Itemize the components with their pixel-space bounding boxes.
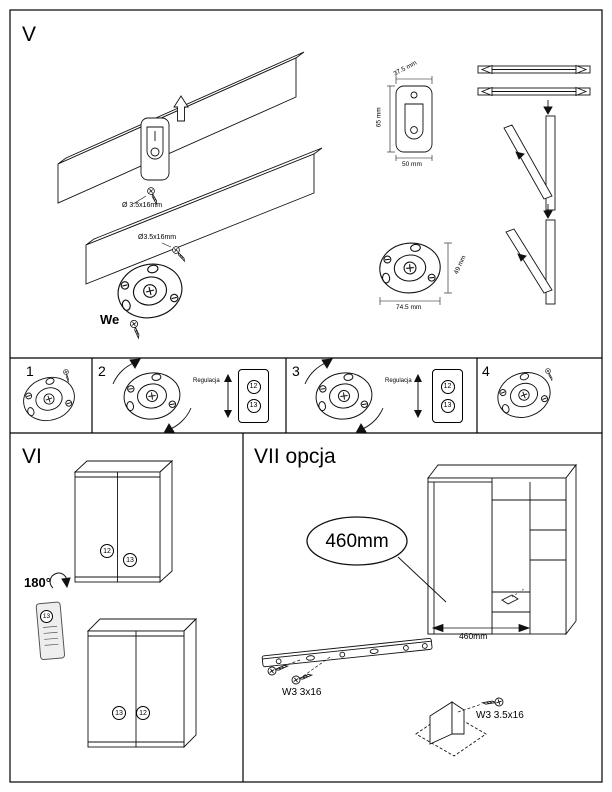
rotation-label: 180° xyxy=(24,575,51,590)
step-3-number: 3 xyxy=(292,363,300,379)
corner-bracket-figure xyxy=(415,691,506,757)
dimension-lines xyxy=(379,242,452,305)
interior-bracket-drawing xyxy=(501,594,519,605)
step-4-figure xyxy=(491,364,557,426)
card-number-12: 12 xyxy=(440,379,455,394)
cam-detail-figure xyxy=(376,239,452,305)
card-number-13: 13 xyxy=(246,398,261,413)
rail-screw-label: W3 3x16 xyxy=(282,687,322,698)
cabinet-bottom-figure xyxy=(86,617,198,749)
section-vii-label: VII opcja xyxy=(254,445,336,468)
section-vi-label: VI xyxy=(22,445,42,468)
screw-size-label-cam: Ø3.5x16mm xyxy=(138,234,177,241)
dimension-lines xyxy=(387,76,433,161)
cam-fitting-drawing xyxy=(17,370,81,428)
rail-figure xyxy=(261,637,433,668)
dim-460-figure xyxy=(431,623,531,633)
up-arrow-icon xyxy=(173,95,189,122)
adjustment-arrow-icon xyxy=(224,374,232,418)
section-v-label: V xyxy=(22,23,37,46)
step-3-figure xyxy=(304,358,422,434)
cam-fitting-drawing xyxy=(491,364,557,426)
card-number-12: 12 xyxy=(246,379,261,394)
step-2-number: 2 xyxy=(98,363,106,379)
wardrobe-figure xyxy=(427,463,577,636)
screw-drawing xyxy=(289,666,313,690)
rail-screws-figure xyxy=(265,656,331,690)
bracket-screw-label: W3 3.5x16 xyxy=(476,710,524,721)
adjustment-arrow-icon xyxy=(414,374,422,418)
bottom-cabinet-right-door-number: 12 xyxy=(136,706,150,720)
card-number-13: 13 xyxy=(440,398,455,413)
cam-fitting-drawing xyxy=(376,239,444,297)
step-2-figure xyxy=(112,358,232,434)
bracket-dim-left-label: 65 mm xyxy=(375,107,383,128)
dim-460mm-label: 460mm xyxy=(459,631,488,641)
callout-460mm-label: 460mm xyxy=(325,531,389,552)
screw-size-label-top: Ø 3.5x16mm xyxy=(122,202,163,209)
page-frame xyxy=(9,9,603,783)
top-cabinet-right-door-number: 13 xyxy=(123,553,137,567)
screw-drawing xyxy=(170,245,188,262)
hanger-detail-figure xyxy=(387,76,433,161)
step-3-card: 12 13 xyxy=(432,369,463,423)
we-label: We xyxy=(100,312,120,327)
cam-fitting-drawing xyxy=(312,368,376,424)
label-card-number: 13 xyxy=(40,610,53,623)
step-2-adjust-label: Regulacja xyxy=(193,378,220,384)
cam-fitting-drawing xyxy=(120,368,184,424)
bottom-cabinet-left-door-number: 13 xyxy=(112,706,126,720)
top-cabinet-left-door-number: 12 xyxy=(100,544,114,558)
cabinet-top-figure xyxy=(73,459,174,584)
callout-figure xyxy=(306,516,447,603)
step-2-card: 12 13 xyxy=(238,369,269,423)
cam-dim-bottom-label: 74.5 mm xyxy=(396,304,422,311)
hanger-bracket-drawing xyxy=(140,117,170,181)
panel-assembly-figure xyxy=(57,51,323,339)
step-1-number: 1 xyxy=(26,363,34,379)
bracket-dim-bottom-label: 50 mm xyxy=(402,161,422,168)
rotation-arrow-icon xyxy=(49,572,71,589)
door-track-figures xyxy=(477,64,591,305)
step-4-number: 4 xyxy=(482,363,490,379)
we-screw-drawing xyxy=(125,318,147,339)
step-3-adjust-label: Regulacja xyxy=(385,378,412,384)
